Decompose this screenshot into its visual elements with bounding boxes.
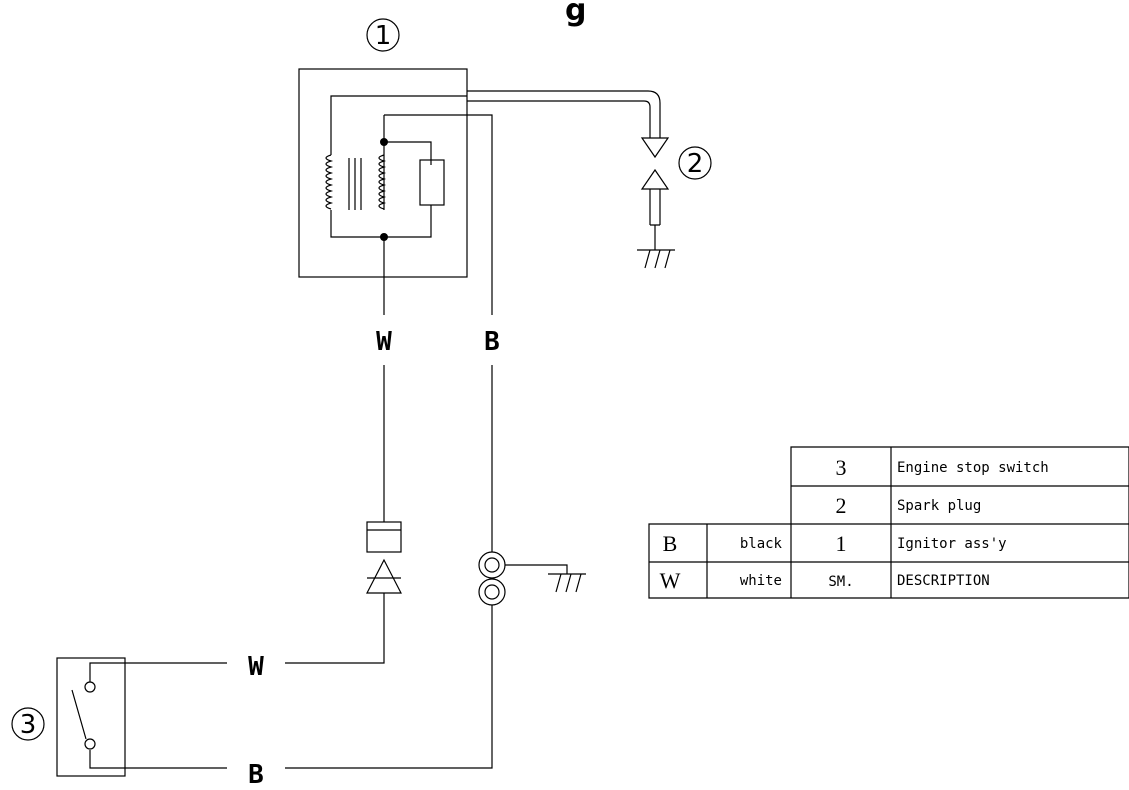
legend-row-4-sm: SM. [828, 574, 853, 590]
ground-terminal-ring-top-inner [484, 557, 500, 573]
callout-stop-switch-circle [11, 707, 45, 741]
legend-row-4-color: white [740, 573, 782, 589]
callout-ignitor-circle [366, 18, 400, 52]
ground-terminal-ring-bottom [478, 578, 506, 606]
stop-switch-housing [56, 657, 126, 777]
spark-plug-lower-electrode-icon [640, 168, 670, 250]
black-wire-ground-terminal [478, 551, 586, 606]
callout-spark-plug-circle [678, 146, 712, 180]
ignitor-housing [298, 68, 468, 278]
ground-terminal-ring-top [478, 551, 506, 579]
legend-row-3-sm: 1 [836, 531, 847, 556]
ground-terminal-ring-bottom-inner [484, 584, 500, 600]
callout-spark-plug: 2 [687, 149, 704, 179]
wire-label-black-bottom: B [248, 760, 264, 790]
legend-grid [648, 446, 1129, 599]
black-wire-segment-2 [285, 605, 493, 769]
legend-row-3-code: B [663, 531, 678, 556]
wire-label-white-top: W [376, 327, 392, 357]
spark-plug-ground-hatch [644, 249, 671, 269]
stop-switch-blade-icon [71, 689, 87, 740]
title-fragment: g [565, 0, 586, 28]
callout-stop-switch: 3 [20, 710, 37, 740]
ground-terminal-hatch [555, 573, 582, 593]
stop-switch-contact-top [84, 681, 96, 693]
white-wire-segment-2 [285, 593, 385, 664]
stop-switch-contact-bottom [84, 738, 96, 750]
engine-stop-switch [56, 657, 227, 777]
connector-male-icon [366, 558, 402, 594]
secondary-coil-icon [378, 154, 387, 210]
spark-plug [467, 90, 675, 269]
wire-label-black-top: B [484, 327, 500, 357]
junction-dot-top [380, 138, 388, 146]
legend-row-2-description: Spark plug [897, 498, 981, 514]
legend-row-4-description: DESCRIPTION [897, 573, 990, 589]
spark-plug-upper-electrode-icon [640, 137, 670, 159]
stop-switch-lead-white [89, 662, 227, 682]
legend-row-1-description: Engine stop switch [897, 460, 1049, 476]
legend-row-1-sm: 3 [836, 455, 847, 480]
legend-row-2-sm: 2 [836, 493, 847, 518]
ground-terminal-lead [505, 564, 568, 574]
ignitor-inner-circuit [330, 95, 467, 238]
high-tension-lead [467, 90, 661, 138]
legend-table: 3 Engine stop switch 2 Spark plug B blac… [648, 446, 1129, 599]
wire-label-white-bottom: W [248, 652, 264, 682]
legend-row-4-code: W [660, 568, 681, 593]
stop-switch-lead-black [89, 750, 227, 769]
legend-row-3-color: black [740, 536, 783, 552]
ignitor-black-wire-out [384, 114, 493, 315]
connector-female-icon [366, 521, 402, 553]
ignitor-assembly [298, 68, 493, 315]
callout-ignitor: 1 [375, 21, 392, 51]
legend-row-3-description: Ignitor ass'y [897, 536, 1007, 552]
primary-coil-icon [325, 154, 334, 210]
ignitor-module-box [419, 159, 445, 206]
white-wire-connector [366, 521, 402, 594]
